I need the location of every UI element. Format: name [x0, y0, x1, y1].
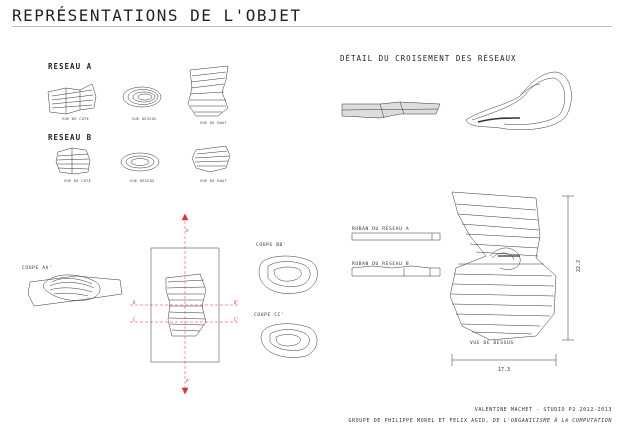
section-arrow-top	[181, 213, 189, 221]
reseau-b-side-view	[55, 147, 91, 175]
reseau-a-side-view	[47, 83, 97, 115]
coupe-aa-label: COUPE AA'	[22, 266, 53, 271]
reseau-b-top-view	[120, 152, 160, 172]
marker-b-prime: B'	[234, 300, 239, 305]
section-arrow-bottom	[181, 387, 189, 395]
reseau-b-caption-top: VUE DESSUS	[130, 179, 155, 183]
reseau-b-label: RESEAU B	[48, 133, 93, 142]
croisement-flat-detail	[341, 101, 441, 119]
marker-c-prime: C'	[234, 317, 239, 322]
dim-width-label: 17.3	[498, 367, 510, 373]
footer-line-2-italic: DE L'ORGANICISME À LA COMPUTATION	[492, 418, 612, 424]
title-divider	[12, 26, 612, 27]
reseau-b-caption-side: VUE DE COTE	[64, 179, 92, 183]
dimension-height	[562, 195, 574, 341]
footer-line-2: GROUPE DE PHILIPPE MOREL ET FELIX AGID, …	[348, 418, 612, 424]
ruban-a-strip	[351, 232, 441, 241]
reseau-a-caption-side: VUE DE COTE	[62, 117, 90, 121]
reseau-b-high-view	[191, 145, 231, 173]
ruban-b-strip	[351, 265, 441, 277]
reseau-a-top-view	[122, 86, 162, 108]
reseau-a-caption-high: VUE DE HAUT	[200, 121, 228, 125]
footer-line-2-prefix: GROUPE DE PHILIPPE MOREL ET FELIX AGID,	[348, 418, 490, 424]
dim-height-label: 22.2	[576, 260, 582, 272]
section-cut-lines	[130, 216, 240, 392]
marker-b: B	[133, 300, 136, 305]
reseau-a-caption-top: VUE DESSUS	[132, 117, 157, 121]
coupe-cc-label: COUPE CC'	[254, 313, 285, 318]
vue-dessus-label: VUE DE DESSUS	[470, 341, 514, 346]
ruban-b-label: RUBAN DU RESEAU B	[352, 262, 410, 267]
coupe-bb-label: COUPE BB'	[256, 243, 287, 248]
coupe-bb-drawing	[258, 255, 318, 294]
coupe-cc-drawing	[260, 323, 318, 358]
reseau-a-high-view	[187, 65, 229, 117]
reseau-b-caption-high: VUE DE HAUT	[200, 179, 228, 183]
footer-line-1: VALENTINE MACHET - STUDIO P2 2012-2013	[474, 407, 612, 413]
large-object-drawing	[449, 191, 557, 341]
page-title: REPRÉSENTATIONS DE L'OBJET	[12, 6, 302, 25]
reseau-a-label: RESEAU A	[48, 62, 93, 71]
dimension-width	[451, 354, 557, 366]
croisement-loop-detail	[465, 71, 572, 131]
marker-a: A	[186, 228, 189, 233]
marker-a-prime: A'	[186, 378, 191, 383]
marker-c: C	[133, 317, 136, 322]
ruban-a-label: RUBAN DU RESEAU A	[352, 227, 410, 232]
coupe-aa-drawing	[27, 274, 123, 307]
croisement-label: DÉTAIL DU CROISEMENT DES RÉSEAUX	[340, 54, 517, 63]
